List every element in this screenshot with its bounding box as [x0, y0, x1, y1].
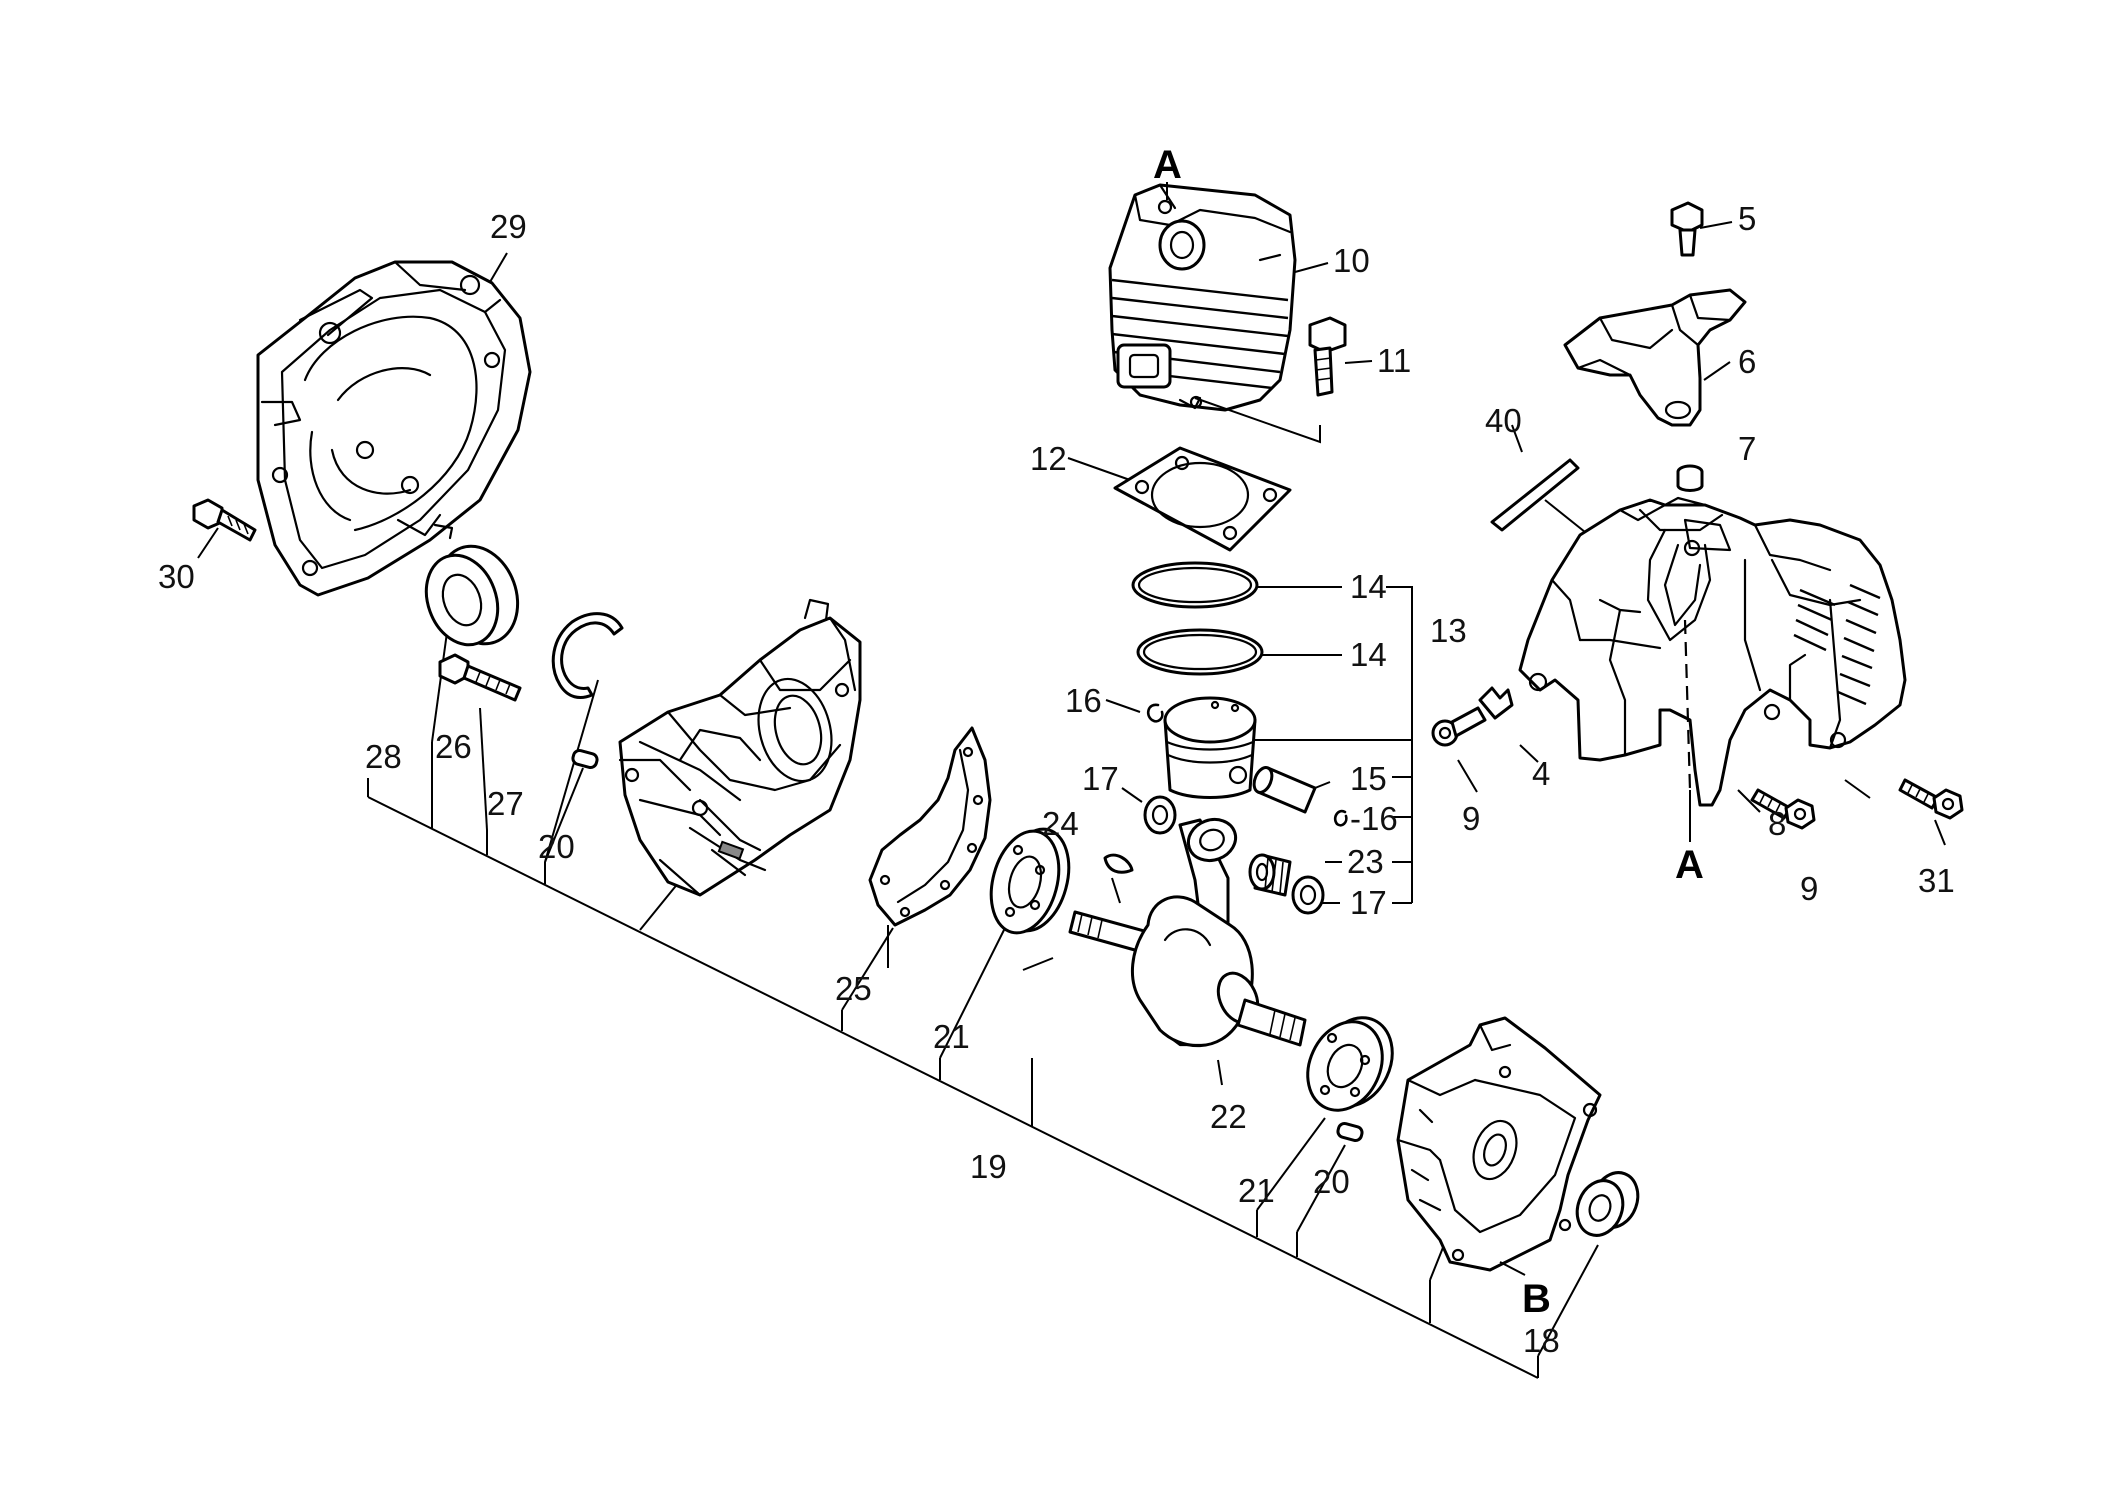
callout-17-b: 17	[1350, 884, 1387, 921]
callout-25: 25	[835, 970, 872, 1007]
part-16-piston-pin-clip	[1146, 703, 1164, 723]
callout-14: 14	[1350, 568, 1387, 605]
part-26-bolt	[438, 653, 522, 702]
callout-4: 4	[1532, 755, 1550, 792]
part-31-screw	[1898, 778, 1964, 820]
callout-20: 20	[538, 828, 575, 865]
callout-6: 6	[1738, 343, 1756, 380]
callout-28: 28	[365, 738, 402, 775]
part-29-starter-housing	[256, 260, 532, 597]
part-10-cylinder	[1108, 183, 1297, 412]
part-24-woodruff-key	[1103, 853, 1134, 874]
callout-15: 15	[1350, 760, 1387, 797]
callout-16: 16	[1065, 682, 1102, 719]
callout-23: 23	[1347, 843, 1384, 880]
part-14-piston-ring	[1131, 561, 1259, 609]
part-30-bolt	[192, 498, 257, 542]
reference-letter-b: B	[1522, 1277, 1551, 1321]
part-5-bolt	[1670, 201, 1704, 257]
part-21-bearing-2	[1306, 1016, 1394, 1112]
callout-22: 22	[1210, 1098, 1247, 1135]
callout-11: 11	[1377, 342, 1411, 379]
part-9-screw	[1431, 706, 1487, 747]
callout-20-b: 20	[1313, 1163, 1350, 1200]
part-8-engine-cover	[1518, 496, 1907, 842]
part-22-crankshaft	[1068, 817, 1307, 1048]
callout-24: 24	[1042, 805, 1079, 842]
reference-letters: A A B	[1153, 143, 1704, 1321]
part-17-thrust-washer	[1143, 795, 1177, 835]
callout-5: 5	[1738, 200, 1756, 237]
reference-letter-a-bottom: A	[1675, 843, 1704, 887]
part-crankcase-right-half	[1396, 1016, 1602, 1272]
callout-21-b: 21	[1238, 1172, 1275, 1209]
callout-17: 17	[1082, 760, 1119, 797]
callout-8: 8	[1768, 805, 1786, 842]
part-15-piston-pin	[1252, 766, 1317, 814]
callout-29: 29	[490, 208, 527, 245]
callout-30: 30	[158, 558, 195, 595]
callout-19: 19	[970, 1148, 1007, 1185]
part-40-label	[1490, 458, 1580, 532]
part-4-clip	[1478, 686, 1514, 720]
part-23-needle-bearing	[1248, 853, 1292, 897]
part-17-thrust-washer-2	[1291, 875, 1325, 915]
callout-18: 18	[1523, 1322, 1560, 1359]
part-15-piston	[1163, 696, 1257, 799]
callout-14-b: 14	[1350, 636, 1387, 673]
part-16-piston-pin-clip-2	[1333, 809, 1348, 827]
part-20-dowel-pin	[571, 748, 599, 770]
part-28-oil-seal	[424, 544, 520, 647]
part-14-piston-ring-2	[1136, 628, 1264, 676]
part-20-dowel-pin-2	[1336, 1121, 1364, 1143]
callout-13: 13	[1430, 612, 1467, 649]
part-9-screw-2	[1750, 788, 1816, 830]
callout-9-b: 9	[1800, 870, 1818, 907]
reference-letter-a-top: A	[1153, 143, 1182, 187]
callout-numbers: 29 30 28 26 27 20 25 21 19 24 22 21 20 1…	[158, 200, 1955, 1359]
callout-27: 27	[487, 785, 524, 822]
callout-10: 10	[1333, 242, 1370, 279]
callout-12: 12	[1030, 440, 1067, 477]
part-6-bracket	[1563, 288, 1747, 427]
part-11-bolt	[1308, 316, 1347, 397]
callout-16-b: -16	[1350, 800, 1398, 837]
part-12-cylinder-gasket	[1113, 446, 1292, 552]
callout-7: 7	[1738, 430, 1756, 467]
part-18-oil-seal	[1575, 1171, 1640, 1237]
part-25-gasket	[868, 726, 992, 927]
callout-26: 26	[435, 728, 472, 765]
callout-9: 9	[1462, 800, 1480, 837]
part-27-circlip	[551, 612, 624, 699]
part-crankcase-left-half	[618, 598, 862, 897]
callout-21: 21	[933, 1018, 970, 1055]
callout-31: 31	[1918, 862, 1955, 899]
part-21-bearing	[989, 827, 1071, 935]
part-7-spacer	[1676, 464, 1704, 492]
callout-40: 40	[1485, 402, 1522, 439]
bolt-11-guide-line	[1194, 397, 1321, 444]
